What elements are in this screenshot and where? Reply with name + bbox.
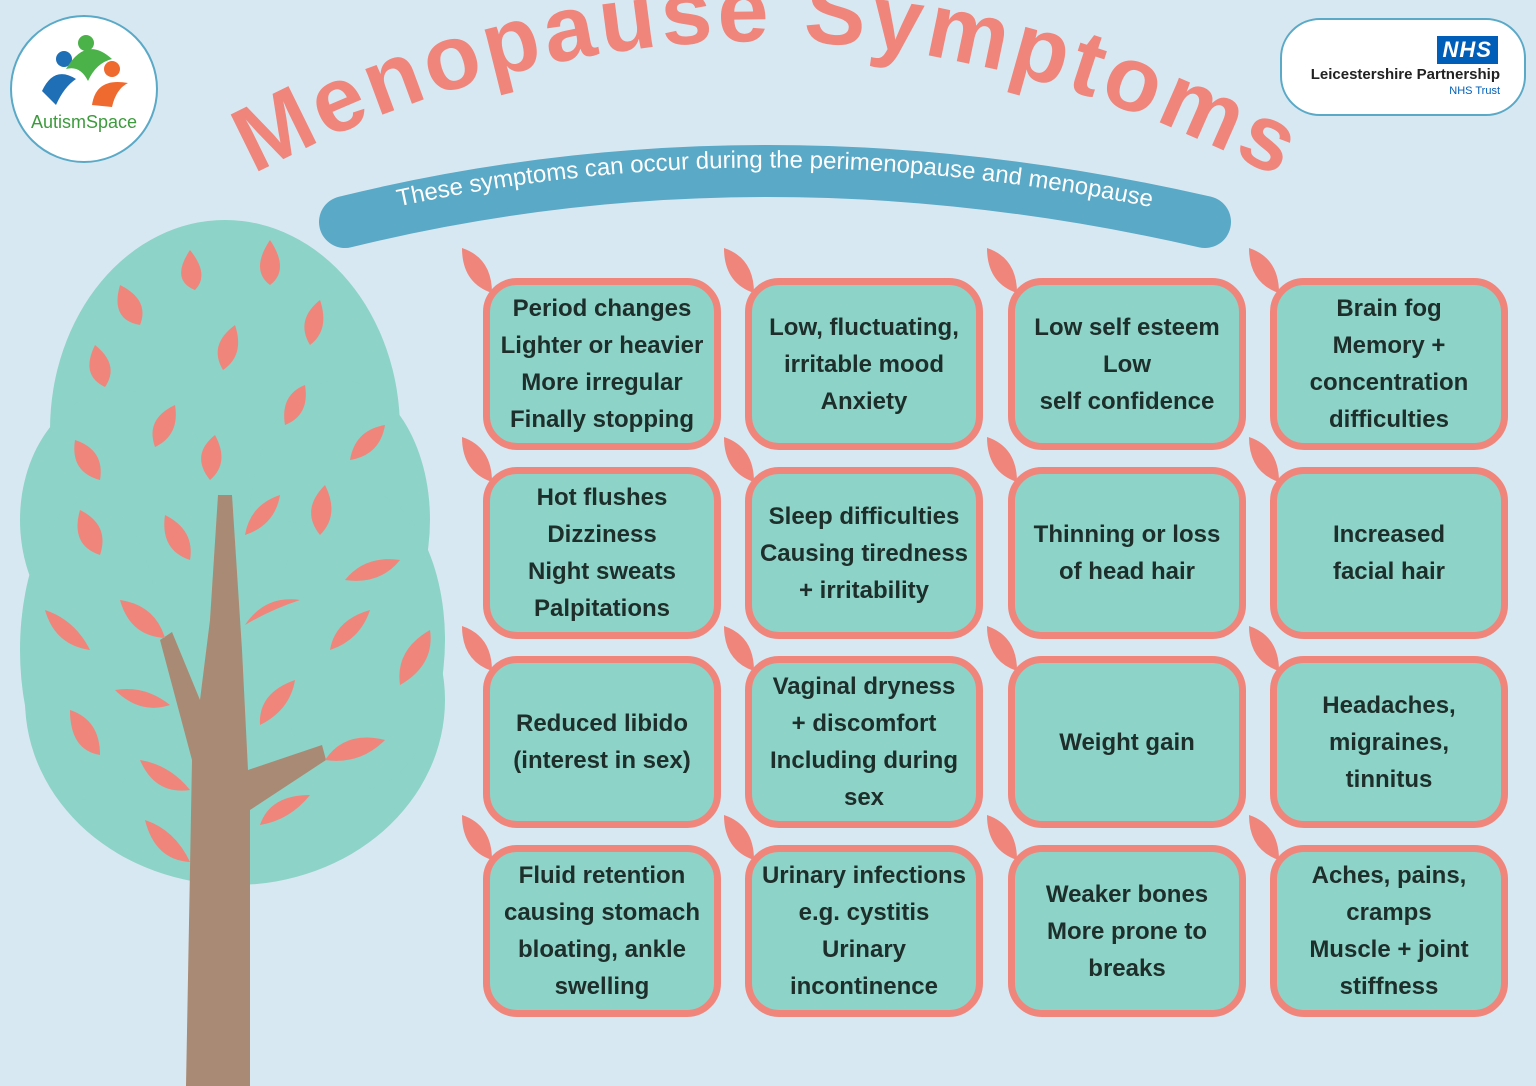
symptom-text: Weaker bones More prone to breaks [1045,880,1209,982]
symptom-text: Headaches, migraines, tinnitus [1322,691,1456,793]
symptom-text: Low self esteem Low self confidence [1034,313,1220,415]
symptom-card: Hot flushes Dizziness Night sweats Palpi… [483,467,721,639]
tree-leaves [45,240,431,862]
symptom-card: Fluid retention causing stomach bloating… [483,845,721,1017]
symptom-card: Headaches, migraines, tinnitus [1270,656,1508,828]
tree-trunk [160,495,326,1086]
symptom-card: Increased facial hair [1270,467,1508,639]
symptom-text: Sleep difficulties Causing tiredness + i… [759,502,969,604]
symptom-card: Sleep difficulties Causing tiredness + i… [745,467,983,639]
symptom-card: Reduced libido (interest in sex) [483,656,721,828]
nhs-badge: NHS [1436,36,1498,64]
symptom-card: Weaker bones More prone to breaks [1008,845,1246,1017]
symptom-card: Vaginal dryness + discomfort Including d… [745,656,983,828]
symptom-text: Reduced libido (interest in sex) [513,710,691,774]
symptom-card: Low, fluctuating, irritable mood Anxiety [745,278,983,450]
symptom-text: Hot flushes Dizziness Night sweats Palpi… [527,484,677,622]
symptom-text: Fluid retention causing stomach bloating… [503,862,701,1000]
autismspace-logo: AutismSpace [10,15,158,163]
symptom-card: Period changes Lighter or heavier More i… [483,278,721,450]
symptom-card: Weight gain [1008,656,1246,828]
people-icon [42,35,128,107]
symptom-text: Urinary infections e.g. cystitis Urinary… [761,862,967,1000]
symptom-text: Low, fluctuating, irritable mood Anxiety [769,313,959,415]
symptom-text: Aches, pains, cramps Muscle + joint stif… [1309,862,1469,1000]
autismspace-name: AutismSpace [30,112,138,132]
symptom-text: Thinning or loss of head hair [1033,521,1221,585]
symptom-text: Period changes Lighter or heavier More i… [500,295,704,433]
tree-illustration [20,220,445,1086]
nhs-trust-label: NHS Trust [1449,85,1500,97]
symptom-card: Low self esteem Low self confidence [1008,278,1246,450]
symptom-card: Thinning or loss of head hair [1008,467,1246,639]
nhs-logo: NHS Leicestershire Partnership NHS Trust [1280,18,1526,116]
symptom-text: Increased facial hair [1332,521,1446,585]
symptom-card: Brain fog Memory + concentration difficu… [1270,278,1508,450]
subtitle-banner: These symptoms can occur during the peri… [319,145,1231,248]
nhs-organisation-name: Leicestershire Partnership [1310,66,1500,83]
symptom-card: Urinary infections e.g. cystitis Urinary… [745,845,983,1017]
symptom-text: Brain fog Memory + concentration difficu… [1309,295,1469,433]
symptom-text: Vaginal dryness + discomfort Including d… [770,673,958,811]
symptom-card: Aches, pains, cramps Muscle + joint stif… [1270,845,1508,1017]
symptom-text: Weight gain [1059,728,1195,756]
